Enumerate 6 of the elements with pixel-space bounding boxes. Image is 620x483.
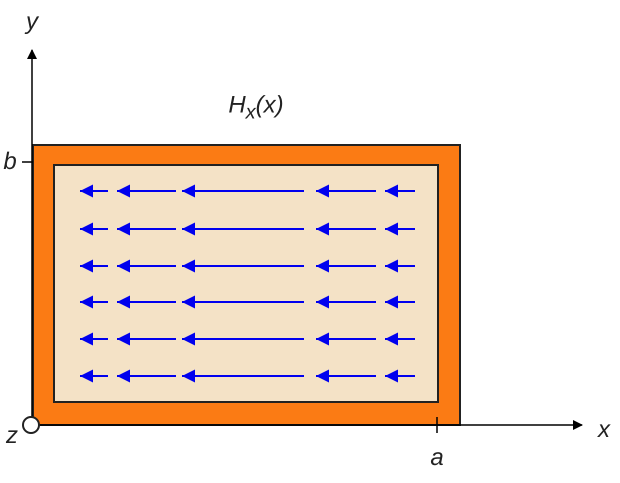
field-label: H$_{x}$(x) — [228, 94, 284, 122]
axis-label: z — [6, 424, 18, 448]
axis-label: y — [26, 10, 38, 34]
axis-label: x — [598, 418, 610, 442]
dimension-label: b — [3, 150, 17, 174]
dimension-label: a — [430, 446, 444, 470]
